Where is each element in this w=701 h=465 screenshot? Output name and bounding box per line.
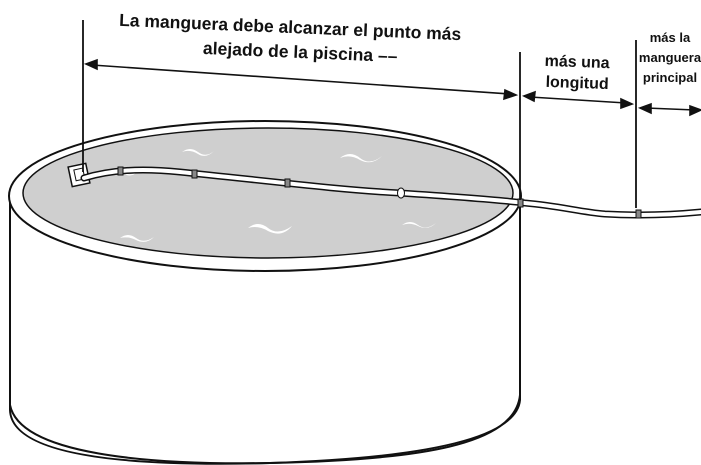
reference-lines <box>82 20 637 208</box>
hose-couplings <box>117 166 642 219</box>
pool-bottom-edge <box>9 394 521 465</box>
hose <box>80 166 701 219</box>
water-surface <box>22 127 514 259</box>
hose-label-line2: manguera <box>639 50 701 65</box>
hose-label-line3: principal <box>643 70 697 85</box>
extra-label-line1: más una <box>544 53 610 72</box>
main-label-line2: alejado de la piscina –– <box>203 38 398 66</box>
extra-label-line2: longitud <box>545 74 609 93</box>
hose-label-line1: más la <box>650 30 691 45</box>
main-label-line1: La manguera debe alcanzar el punto más <box>119 10 462 44</box>
dimension-arrows <box>83 58 701 117</box>
